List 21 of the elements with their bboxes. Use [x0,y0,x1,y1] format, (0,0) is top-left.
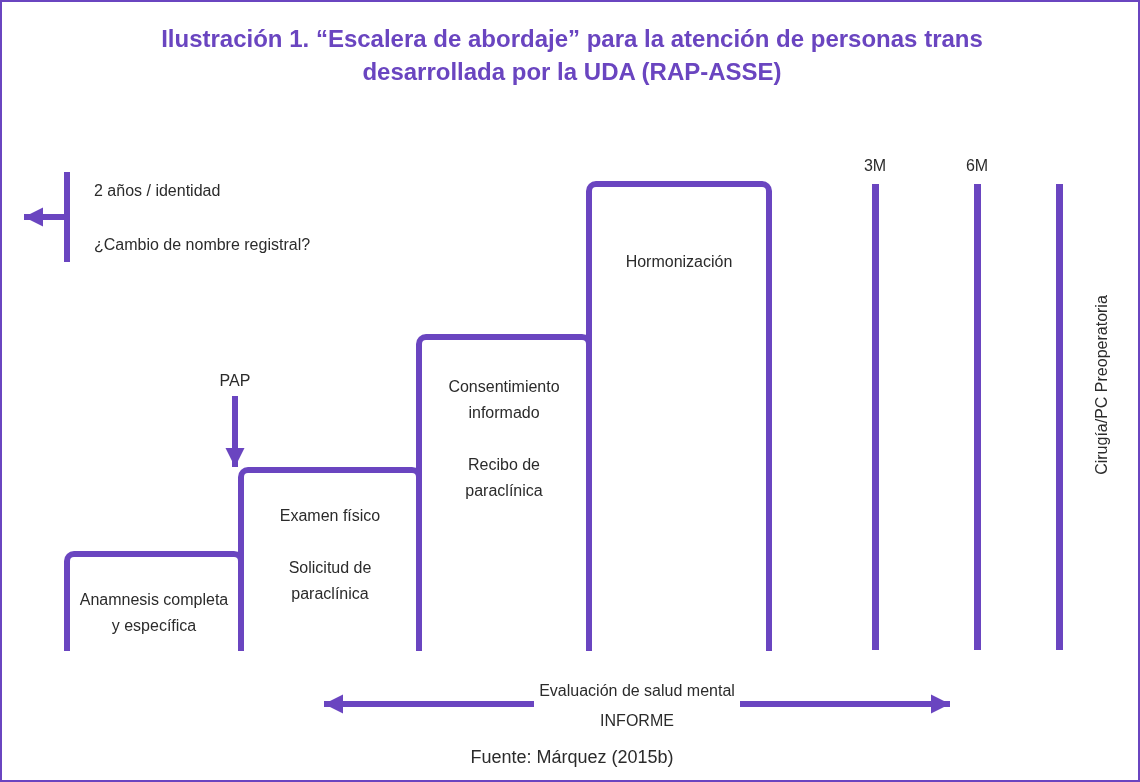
node-text: Hormonización [625,252,733,272]
node-text: Solicitud de paraclínica [287,558,373,604]
node-text: 2 años / identidad [94,181,221,201]
node-text: PAP [219,371,251,391]
arrow [24,207,64,227]
arrow [740,694,950,714]
stair-step [586,181,772,651]
rotated-label: Cirugía/PC Preoperatoria [1092,295,1111,475]
source-caption: Fuente: Márquez (2015b) [469,746,675,769]
time-label: 3M [863,156,887,176]
arrow [324,694,534,714]
time-label: 6M [965,156,989,176]
node-text: INFORME [599,711,675,731]
arrow [225,396,245,467]
node-text: Consentimiento informado [447,377,561,423]
diagram-title: Ilustración 1. “Escalera de abordaje” para la atención de personas trans desarrollada por la UDA (RAP-ASSE) [160,24,984,87]
node-text: Anamnesis completa y específica [78,590,230,636]
node-text: Examen físico [279,506,381,526]
node-text: Evaluación de salud mental [538,681,736,701]
node-text: ¿Cambio de nombre registral? [94,235,311,255]
node-text: Recibo de paraclínica [464,455,544,501]
